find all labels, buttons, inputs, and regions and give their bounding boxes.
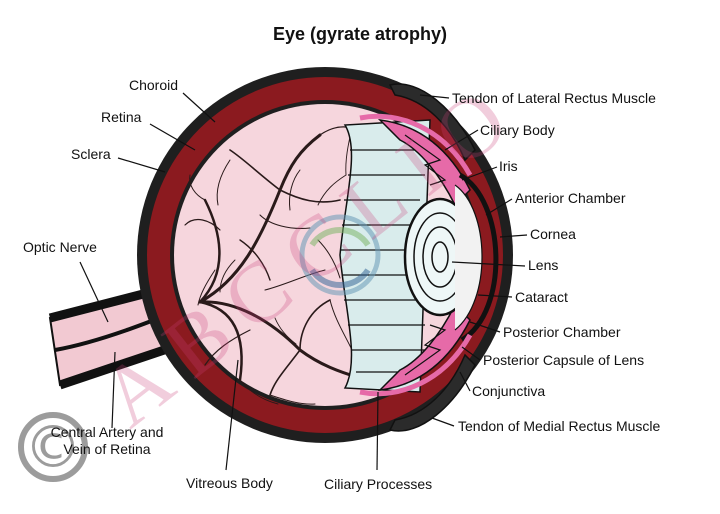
label-central-artery: Central Artery and Vein of Retina bbox=[50, 424, 164, 457]
copyright-glyph: © bbox=[24, 413, 82, 481]
conjunctiva-lower bbox=[359, 333, 473, 397]
label-sclera: Sclera bbox=[71, 146, 111, 162]
label-optic-nerve: Optic Nerve bbox=[23, 239, 97, 255]
watermark-logo bbox=[299, 214, 381, 296]
label-posterior-capsule: Posterior Capsule of Lens bbox=[483, 352, 645, 368]
label-tendon-medial: Tendon of Medial Rectus Muscle bbox=[458, 418, 661, 434]
label-conjunctiva: Conjunctiva bbox=[472, 383, 546, 399]
tendon-medial-rectus bbox=[388, 353, 476, 432]
label-tendon-lateral: Tendon of Lateral Rectus Muscle bbox=[452, 90, 656, 106]
label-choroid: Choroid bbox=[129, 77, 179, 93]
leader-lines bbox=[79, 92, 528, 471]
label-lens: Lens bbox=[528, 257, 559, 273]
label-cataract: Cataract bbox=[515, 289, 568, 305]
label-posterior-chamber: Posterior Chamber bbox=[503, 324, 621, 340]
label-ciliary-body: Ciliary Body bbox=[480, 122, 555, 138]
label-anterior-chamber: Anterior Chamber bbox=[515, 190, 626, 206]
cornea bbox=[458, 172, 499, 343]
anterior-chamber bbox=[454, 184, 483, 331]
label-ciliary-processes: Ciliary Processes bbox=[324, 476, 433, 492]
retinal-vessels bbox=[184, 126, 362, 405]
tendon-lateral-rectus bbox=[388, 83, 476, 162]
label-retina: Retina bbox=[101, 109, 142, 125]
label-cornea: Cornea bbox=[530, 226, 576, 242]
copyright-symbol bbox=[18, 412, 88, 482]
diagram-title: Eye (gyrate atrophy) bbox=[272, 24, 448, 44]
ciliary-body-iris bbox=[377, 118, 471, 392]
conjunctiva-upper bbox=[359, 113, 473, 177]
label-vitreous-body: Vitreous Body bbox=[186, 475, 273, 491]
label-iris: Iris bbox=[499, 158, 518, 174]
ciliary-processes bbox=[339, 119, 431, 393]
